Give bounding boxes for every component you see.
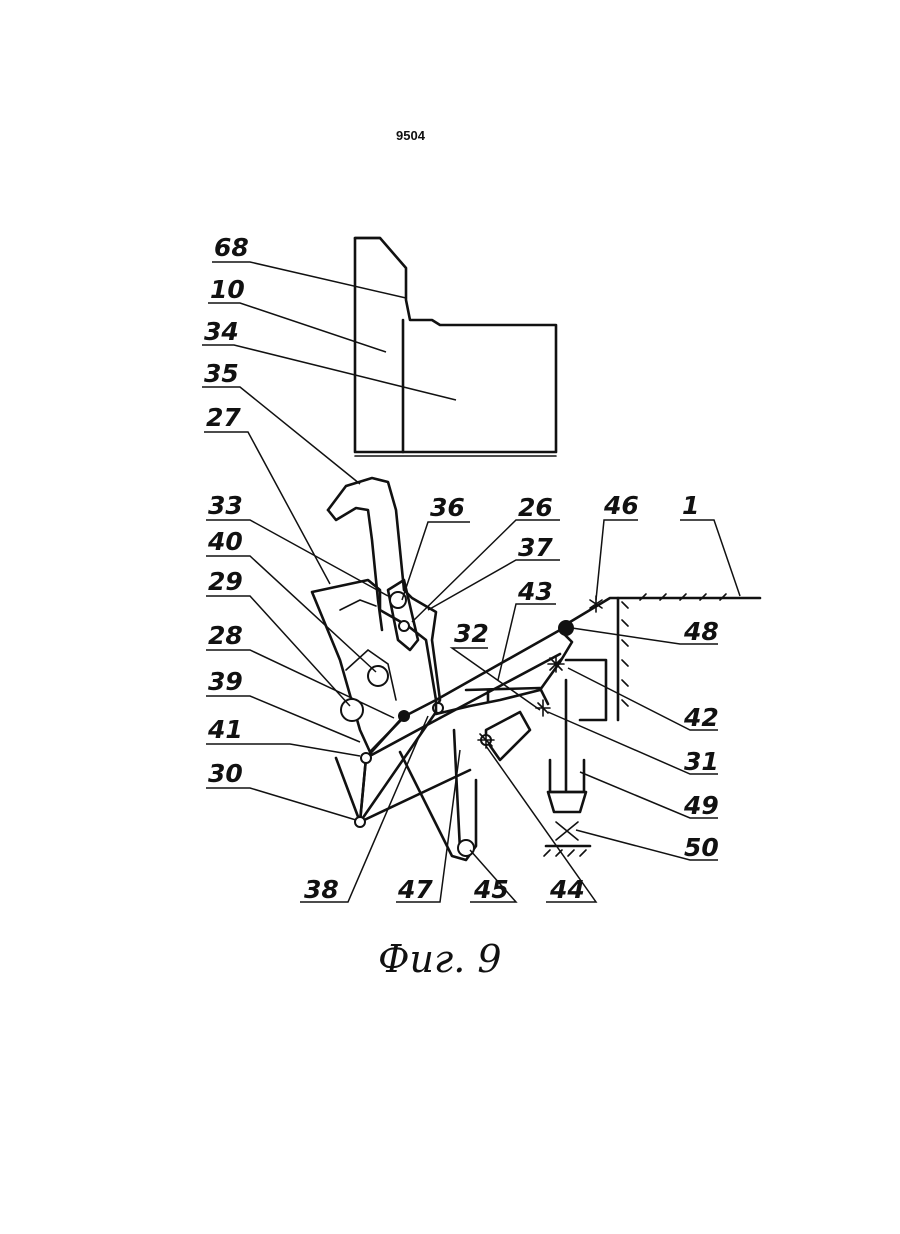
label-1: 1 xyxy=(682,491,699,520)
label-28: 28 xyxy=(208,621,243,650)
label-49: 49 xyxy=(683,791,719,820)
label-34: 34 xyxy=(204,317,239,346)
label-45: 45 xyxy=(473,875,509,904)
label-41: 41 xyxy=(207,715,243,744)
label-31: 31 xyxy=(684,747,719,776)
label-33: 33 xyxy=(208,491,243,520)
label-36: 36 xyxy=(430,493,465,522)
label-35: 35 xyxy=(204,359,239,388)
label-32: 32 xyxy=(454,619,489,648)
label-10: 10 xyxy=(210,275,245,304)
label-39: 39 xyxy=(208,667,243,696)
label-42: 42 xyxy=(683,703,719,732)
label-44: 44 xyxy=(549,875,585,904)
label-40: 40 xyxy=(207,527,243,556)
label-38: 38 xyxy=(304,875,339,904)
frame-pins xyxy=(341,666,443,722)
cylinder xyxy=(544,680,590,856)
label-48: 48 xyxy=(683,617,719,646)
label-50: 50 xyxy=(684,833,719,862)
label-68: 68 xyxy=(214,233,249,262)
lower-linkage xyxy=(336,712,470,827)
label-37: 37 xyxy=(518,533,553,562)
label-30: 30 xyxy=(208,759,243,788)
label-46: 46 xyxy=(603,491,639,520)
part-labels: 68 10 34 35 27 33 40 29 28 39 41 30 36 2… xyxy=(204,233,719,904)
base-wall xyxy=(558,594,760,720)
figure-caption: Фиг. 9 xyxy=(378,937,502,981)
label-27: 27 xyxy=(206,403,241,432)
leader-lines xyxy=(202,262,740,902)
label-43: 43 xyxy=(517,577,553,606)
upper-block xyxy=(355,238,556,456)
label-26: 26 xyxy=(518,493,553,522)
label-47: 47 xyxy=(397,875,433,904)
label-29: 29 xyxy=(208,567,243,596)
